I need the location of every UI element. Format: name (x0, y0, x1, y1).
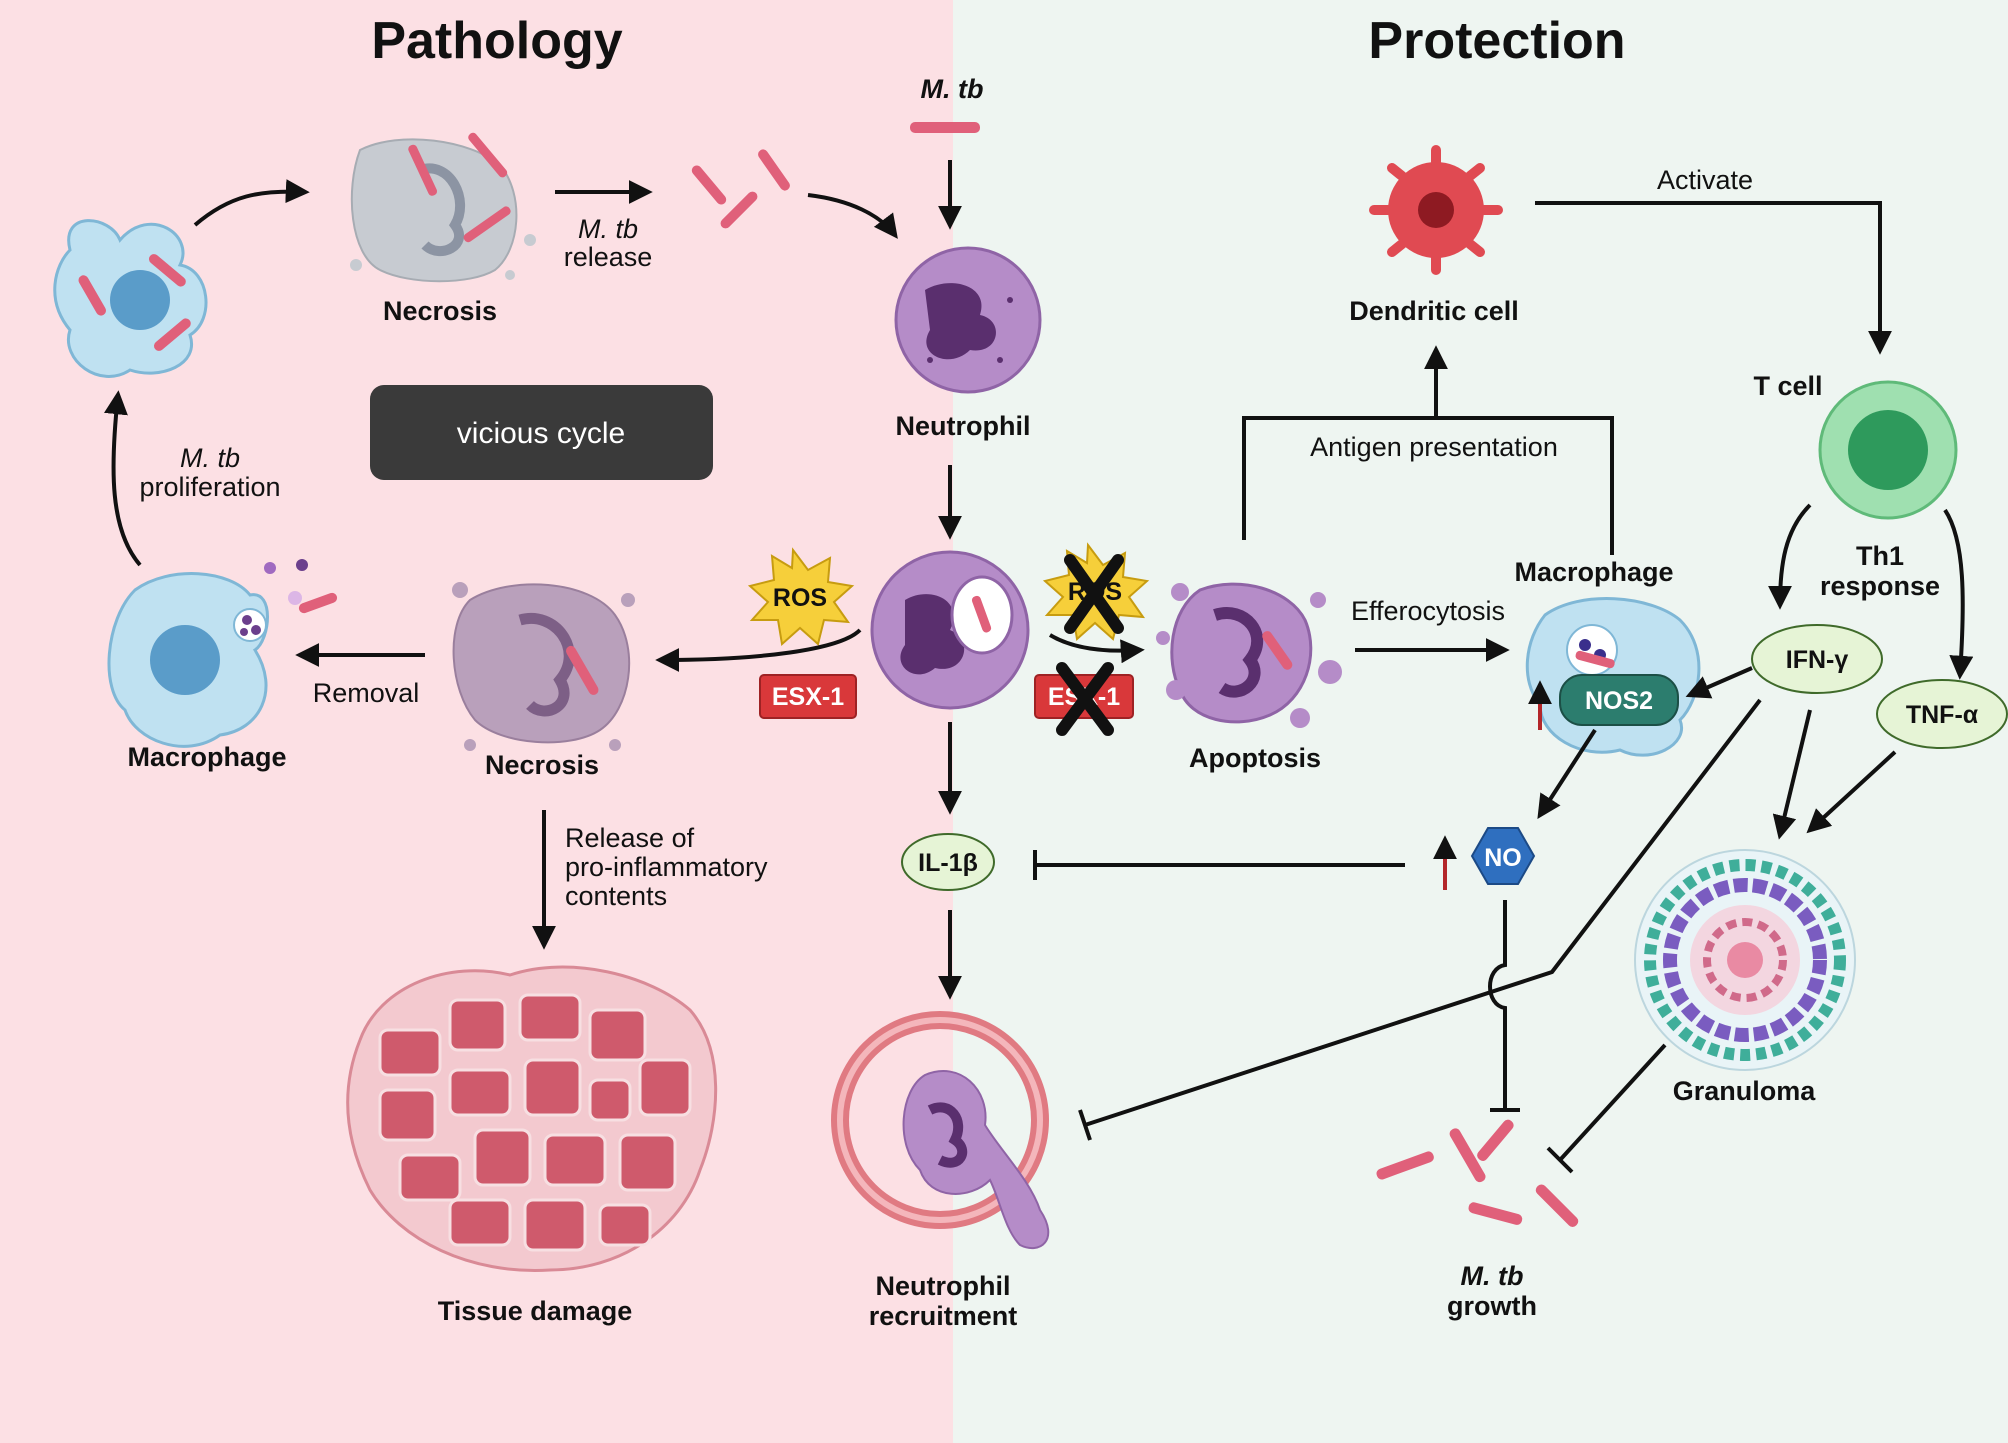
macrophage-left-icon (107, 559, 338, 748)
ros-left-badge: ROS (747, 547, 855, 646)
tnf-chip: TNF-α (1876, 679, 2008, 749)
vicious-cycle-box (370, 385, 713, 480)
neutrophil-label: Neutrophil (896, 411, 1031, 441)
th1-label-2: response (1820, 571, 1940, 601)
release-label-1: Release of (565, 823, 695, 853)
mtb-growth-label-1: M. tb (1461, 1261, 1524, 1291)
ros-left-label: ROS (773, 584, 827, 612)
infected-neutrophil-icon (870, 550, 1030, 710)
no-chip: NO (1470, 827, 1536, 885)
macrophage-right-label: Macrophage (1514, 557, 1673, 587)
mycobacterium-icon (691, 149, 790, 229)
il1b-label: IL-1β (918, 849, 978, 877)
inhibit-granuloma-growth (1558, 1043, 1667, 1162)
necrotic-cell-top-icon (350, 132, 536, 283)
arrow-to-necrosis-mid (655, 628, 862, 672)
necrosis-top-label: Necrosis (383, 296, 497, 326)
mtb-top-label: M. tb (921, 74, 984, 104)
ros-right-badge: ROS (1042, 542, 1150, 641)
esx-left-label: ESX-1 (772, 683, 844, 711)
cross-icon (1056, 662, 1114, 736)
arrow-ifn-to-nos2 (1685, 666, 1753, 699)
mtb-proliferation-label-2: proliferation (139, 472, 280, 502)
necrotic-cell-mid-icon (452, 582, 635, 751)
inhibit-ifn-recruitment (1084, 698, 1762, 1127)
release-label-2: pro-inflammatory (565, 852, 768, 882)
cross-icon (1064, 554, 1124, 634)
neutrophil-recruitment-label-1: Neutrophil (876, 1271, 1011, 1301)
pathology-heading: Pathology (371, 12, 622, 70)
starburst-icon (747, 547, 855, 646)
necrosis-mid-label: Necrosis (485, 750, 599, 780)
arrow-activate (1535, 201, 1892, 355)
apoptotic-cell-icon (1156, 582, 1342, 728)
t-cell-icon (1818, 380, 1958, 520)
infected-macrophage-icon (53, 219, 208, 378)
efferocytosis-label: Efferocytosis (1351, 596, 1505, 626)
no-label: NO (1484, 844, 1522, 872)
arrow-ifn-granuloma (1772, 709, 1812, 840)
granuloma-label: Granuloma (1673, 1076, 1817, 1106)
granuloma-icon (1634, 849, 1856, 1071)
macrophage-left-label: Macrophage (127, 742, 286, 772)
activate-label: Activate (1657, 165, 1753, 195)
tissue-damage-icon (346, 965, 718, 1272)
arrow-tnf-granuloma (1806, 750, 1897, 834)
arrow-to-necrosis (193, 179, 310, 227)
release-label-3: contents (565, 881, 667, 911)
arrow-proliferation (104, 390, 142, 567)
nos2-label: NOS2 (1585, 687, 1653, 715)
mtb-release-label-2: release (564, 242, 653, 272)
esx-right-badge: ESX-1 (1034, 662, 1134, 736)
ifn-chip: IFN-γ (1751, 624, 1883, 694)
t-cell-label: T cell (1753, 371, 1822, 401)
inhibit-no-growth (1488, 900, 1507, 1110)
tissue-damage-label: Tissue damage (438, 1296, 633, 1326)
removal-label: Removal (313, 678, 420, 708)
nos2-chip: NOS2 (1559, 674, 1679, 726)
neutrophil-recruitment-label-2: recruitment (869, 1301, 1018, 1331)
mtb-top-icon (910, 122, 980, 133)
blood-vessel-icon (831, 1011, 1050, 1250)
ifn-label: IFN-γ (1786, 646, 1849, 674)
neutrophil-icon (894, 246, 1042, 394)
arrow-to-apoptosis (1048, 633, 1145, 664)
vicious-cycle-label: vicious cycle (457, 417, 625, 450)
mtb-growth-label-2: growth (1447, 1291, 1537, 1321)
inhibit-bar-granuloma (1546, 1146, 1574, 1174)
apoptosis-label: Apoptosis (1189, 743, 1321, 773)
dendritic-cell-icon (1369, 145, 1503, 275)
tnf-label: TNF-α (1906, 701, 1979, 729)
antigen-presentation-bracket (1242, 416, 1614, 555)
arrow-to-neutrophil (807, 193, 898, 239)
il1b-chip: IL-1β (901, 833, 995, 891)
arrow-to-tnf (1943, 508, 1974, 680)
dendritic-cell-label: Dendritic cell (1349, 296, 1519, 326)
inhibit-bar-recruitment (1078, 1109, 1092, 1141)
arrow-to-ifn (1768, 503, 1812, 610)
antigen-presentation-label: Antigen presentation (1310, 432, 1558, 462)
mtb-release-label-1: M. tb (578, 214, 638, 244)
arrow-to-no (1537, 728, 1597, 820)
mycobacterium-growth-icon (1376, 1119, 1579, 1227)
protection-heading: Protection (1368, 12, 1625, 70)
mtb-proliferation-label-1: M. tb (180, 443, 240, 473)
th1-label-1: Th1 (1856, 541, 1904, 571)
esx-left-badge: ESX-1 (759, 674, 857, 719)
protection-panel (953, 0, 2008, 1443)
